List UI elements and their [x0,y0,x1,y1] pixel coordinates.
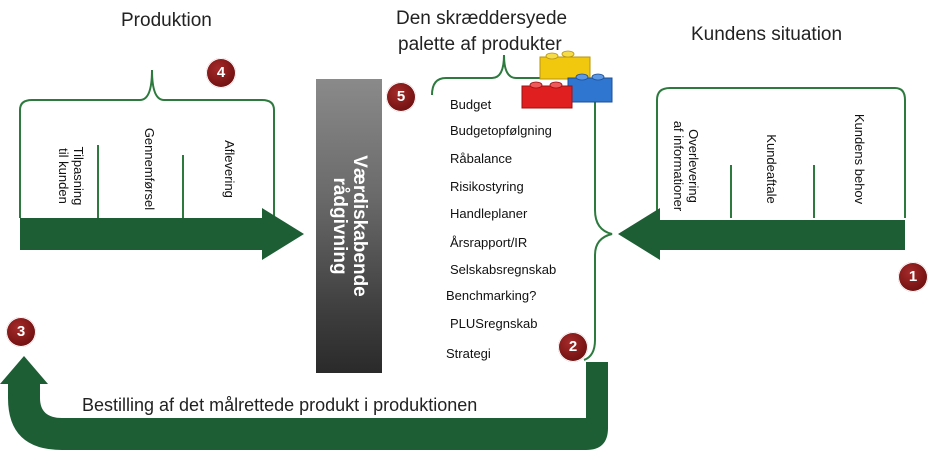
step-badge-4: 4 [206,58,236,88]
step-badge-2: 2 [558,332,588,362]
palette-title-line2: palette af produkter [398,34,562,55]
product-item: PLUSregnskab [450,316,538,331]
production-arrow [20,208,304,260]
lego-bricks-icon [521,50,613,109]
customer-step-behov: Kundens behov [852,113,867,205]
step-badge-1: 1 [898,262,928,292]
return-arrow-caption: Bestilling af det målrettede produkt i p… [82,395,478,415]
production-title: Produktion [121,10,212,31]
product-item: Risikostyring [450,179,524,194]
product-item: Budget [450,97,492,112]
value-advisory-label: Værdiskabende rådgivning [329,155,370,297]
production-step-gennemfoersel: Gennemførsel [142,127,157,211]
step-badge-3: 3 [6,317,36,347]
palette-title-line1: Den skræddersyede [396,8,568,29]
product-item: Råbalance [450,151,513,166]
customer-arrow [618,208,905,260]
value-advisory-box [316,79,382,373]
production-bracket [19,69,275,218]
product-item: Årsrapport/IR [450,235,528,250]
product-item: Handleplaner [450,206,528,221]
customer-title: Kundens situation [691,24,843,45]
return-arrow [0,356,608,450]
customer-step-overlevering: Overlevering af informationer [671,120,701,212]
product-item: Selskabsregnskab [450,262,557,277]
customer-step-kundeaftale: Kundeaftale [764,134,779,204]
product-item: Benchmarking? [446,288,537,303]
customer-bracket [656,87,906,218]
production-step-aflevering: Aflevering [222,140,237,198]
step-badge-5: 5 [386,82,416,112]
production-step-tilpasning: Tilpasning til kunden [56,146,86,206]
product-item: Budgetopfølgning [450,123,552,138]
product-item: Strategi [446,346,491,361]
